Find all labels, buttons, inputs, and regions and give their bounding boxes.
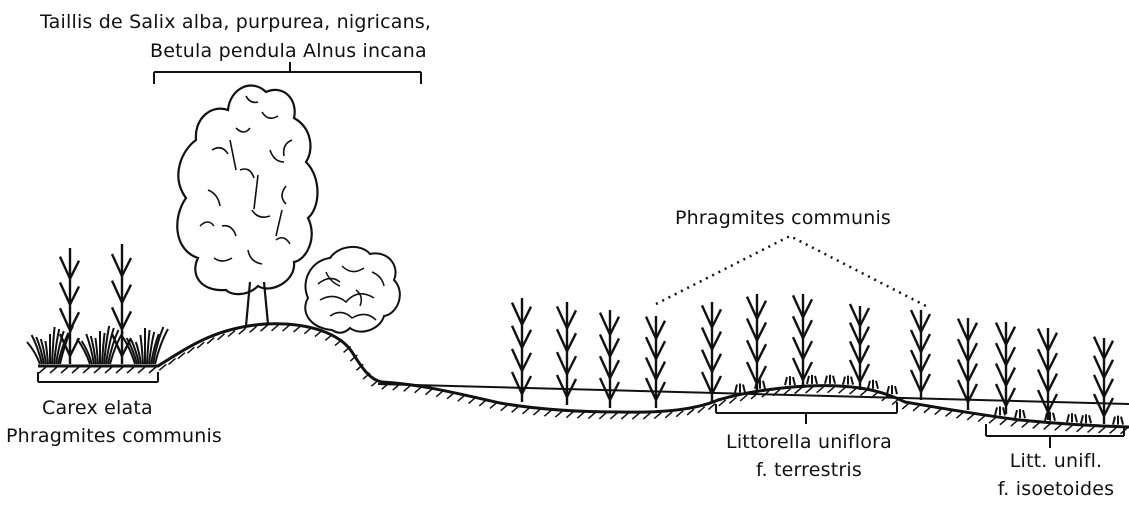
label-mid-line1: Littorella uniflora bbox=[726, 433, 892, 452]
rosette-icon bbox=[735, 384, 745, 393]
reed-icon bbox=[112, 244, 131, 364]
rosette-icon bbox=[1113, 416, 1123, 425]
rosette-icon bbox=[785, 376, 795, 385]
label-canopy-line1: Taillis de Salix alba, purpurea, nigrica… bbox=[40, 13, 431, 32]
rosette-icon bbox=[1067, 413, 1077, 422]
tree-icon bbox=[177, 86, 317, 326]
reed-icon bbox=[793, 294, 812, 388]
reed-icon bbox=[1038, 328, 1057, 420]
label-right-line1: Litt. unifl. bbox=[1010, 452, 1103, 471]
phragmites-dotted-bracket bbox=[656, 236, 926, 306]
canopy-bracket bbox=[154, 62, 421, 84]
label-canopy-line2: Betula pendula Alnus incana bbox=[150, 42, 427, 61]
reed-icon bbox=[1094, 337, 1113, 424]
reed-icon bbox=[747, 294, 766, 392]
rosette-icon bbox=[825, 375, 835, 384]
label-left-line1: Carex elata bbox=[42, 399, 153, 418]
right-bracket bbox=[986, 424, 1124, 448]
shrub-icon bbox=[305, 247, 400, 333]
rosette-icon bbox=[843, 376, 853, 385]
label-phragmites-top: Phragmites communis bbox=[675, 209, 891, 228]
label-right-line2: f. isoetoides bbox=[998, 480, 1114, 499]
rosette-icon bbox=[1015, 409, 1025, 418]
rosette-icon bbox=[1045, 412, 1055, 421]
sedge-tufts bbox=[27, 326, 168, 364]
rosette-icon bbox=[1081, 414, 1091, 423]
left-bracket bbox=[38, 372, 158, 382]
reed-icon bbox=[512, 298, 531, 402]
reed-icon bbox=[600, 310, 619, 408]
rosette-icon bbox=[887, 385, 897, 394]
rosette-icon bbox=[807, 375, 817, 384]
reed-icon bbox=[850, 304, 869, 390]
reed-icon bbox=[958, 318, 977, 410]
label-left-line2: Phragmites communis bbox=[6, 427, 222, 446]
reed-icon bbox=[911, 310, 930, 400]
mid-bracket bbox=[716, 402, 897, 424]
rosette-icon bbox=[995, 406, 1005, 415]
label-mid-line2: f. terrestris bbox=[756, 461, 862, 480]
sedge-tuft-icon bbox=[122, 327, 168, 364]
rosette-icon bbox=[868, 380, 878, 389]
reed-icon bbox=[646, 316, 665, 408]
reed-icon bbox=[702, 302, 721, 402]
